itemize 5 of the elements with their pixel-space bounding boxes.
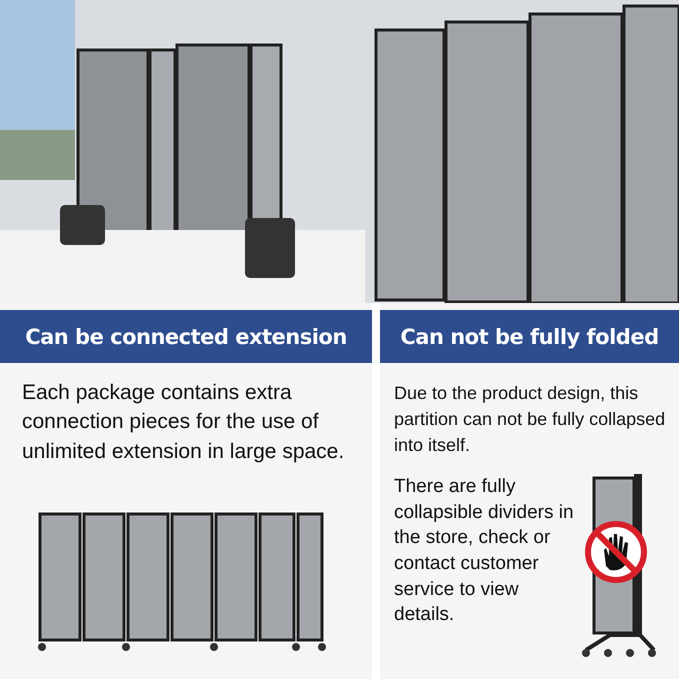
note-text: There are fully collapsible dividers in the store, check or contact customer service to view details. xyxy=(394,475,574,628)
section-heading: Can be connected extension xyxy=(0,310,372,363)
description-text: Each package contains extra connection pieces for the use of unlimited extension in large space. xyxy=(22,380,346,465)
section-heading: Can not be fully folded xyxy=(380,310,679,363)
description-text: Due to the product design, this partition can not be fully collapsed into itself. xyxy=(394,382,666,458)
